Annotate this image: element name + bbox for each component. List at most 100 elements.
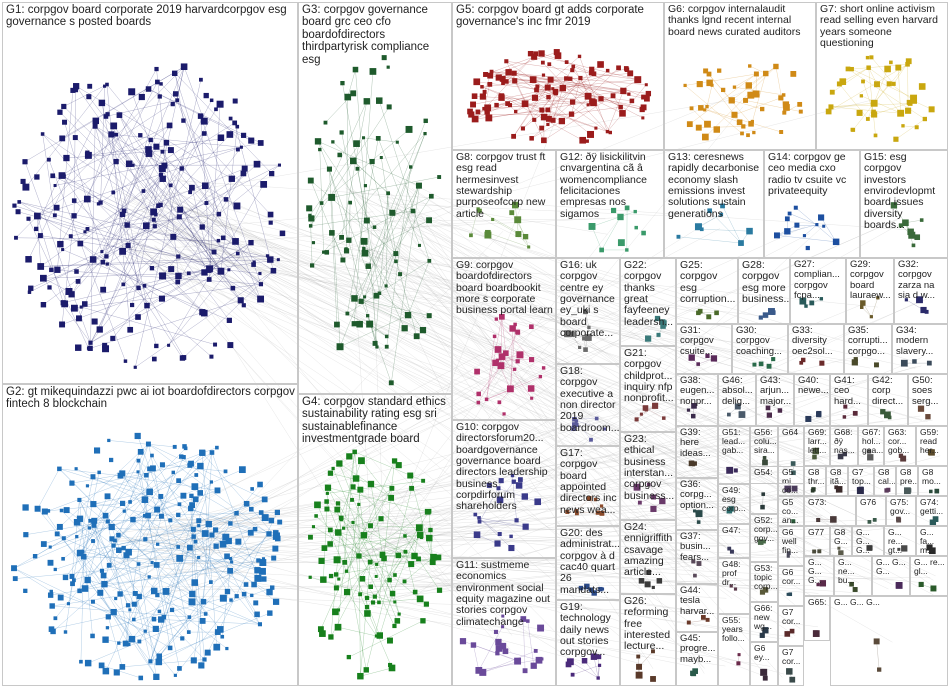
node	[237, 297, 244, 304]
node	[860, 305, 864, 309]
node	[61, 103, 67, 110]
inter-group-edge	[165, 224, 893, 643]
group-label-g47: G47:	[722, 525, 741, 535]
node	[381, 55, 387, 61]
node	[205, 520, 212, 528]
node	[853, 357, 858, 362]
node	[199, 309, 206, 316]
node-cluster-g83	[837, 546, 844, 556]
edge	[100, 443, 149, 593]
node	[554, 52, 562, 59]
node	[111, 190, 116, 195]
group-box-g59: G59: read her...	[916, 426, 948, 466]
node	[27, 290, 32, 294]
node	[732, 85, 737, 89]
node	[257, 622, 263, 627]
node	[818, 214, 825, 221]
node	[644, 95, 650, 102]
group-box-g90: G... re... gl...	[910, 556, 948, 596]
node	[104, 493, 111, 500]
node	[191, 483, 199, 490]
node	[154, 66, 159, 72]
edge	[315, 515, 360, 557]
node	[61, 556, 65, 561]
node	[753, 71, 759, 77]
edge	[571, 77, 581, 115]
node	[224, 588, 231, 595]
group-label-g65: G65:	[808, 597, 827, 607]
node	[405, 125, 413, 133]
node	[733, 587, 738, 591]
inter-group-edge	[362, 201, 913, 362]
node	[327, 541, 333, 547]
edge	[81, 306, 216, 345]
node	[869, 55, 874, 60]
node	[222, 533, 230, 541]
node	[904, 298, 908, 302]
node	[891, 81, 896, 86]
node	[569, 331, 575, 337]
edge	[510, 328, 513, 390]
group-label-g37: G37: busin... fears...	[680, 531, 711, 563]
inter-group-edge	[127, 208, 706, 314]
node	[216, 211, 222, 217]
group-box-g20: G20: des administrat... corpgov à d cac4…	[556, 526, 620, 600]
node	[426, 217, 433, 224]
node	[645, 335, 652, 342]
node	[193, 539, 198, 544]
node	[727, 546, 732, 551]
edge	[320, 571, 347, 630]
node	[388, 380, 394, 386]
group-box-g5: G5: corpgov board gt adds corporate gove…	[452, 2, 664, 150]
edge	[472, 88, 553, 105]
node	[546, 122, 550, 127]
node	[57, 240, 64, 248]
node	[311, 241, 316, 245]
edge	[709, 210, 742, 244]
edge	[407, 260, 430, 316]
node	[248, 137, 255, 144]
node	[495, 638, 502, 646]
group-label-g24: G24: ennigriffith csavage amazing articl…	[624, 521, 673, 579]
inter-group-edge	[147, 225, 824, 461]
node	[12, 203, 17, 208]
node	[206, 277, 212, 282]
node	[329, 230, 335, 236]
node	[153, 143, 160, 150]
inter-group-edge	[362, 98, 877, 230]
node-cluster-g56	[762, 456, 768, 466]
node	[66, 602, 71, 606]
inter-group-edge	[164, 236, 878, 308]
edge	[348, 202, 351, 241]
edge	[73, 536, 194, 581]
node	[574, 419, 579, 423]
node-cluster-g72	[786, 668, 796, 683]
inter-group-edge	[371, 224, 849, 588]
node	[379, 156, 383, 160]
edge	[475, 103, 508, 120]
node	[747, 91, 755, 99]
node	[362, 136, 366, 140]
node	[257, 481, 263, 488]
node	[189, 493, 194, 499]
inter-group-edge	[341, 581, 590, 586]
group-label-g59: G59: read her...	[920, 427, 939, 456]
edge	[101, 102, 139, 288]
node	[640, 104, 647, 111]
node	[153, 673, 160, 681]
node	[143, 513, 147, 518]
node-cluster-g25	[696, 308, 719, 320]
edge	[72, 443, 149, 584]
node	[324, 484, 332, 491]
edge	[25, 86, 105, 188]
node	[279, 230, 286, 237]
node	[623, 66, 629, 71]
node	[131, 601, 137, 607]
edge	[392, 527, 420, 594]
inter-group-edge	[344, 206, 801, 559]
edge	[337, 509, 367, 670]
edge	[148, 443, 270, 535]
group-box-g41: G41: ceo hard...	[830, 374, 868, 426]
node	[513, 322, 517, 327]
edge	[123, 547, 199, 558]
